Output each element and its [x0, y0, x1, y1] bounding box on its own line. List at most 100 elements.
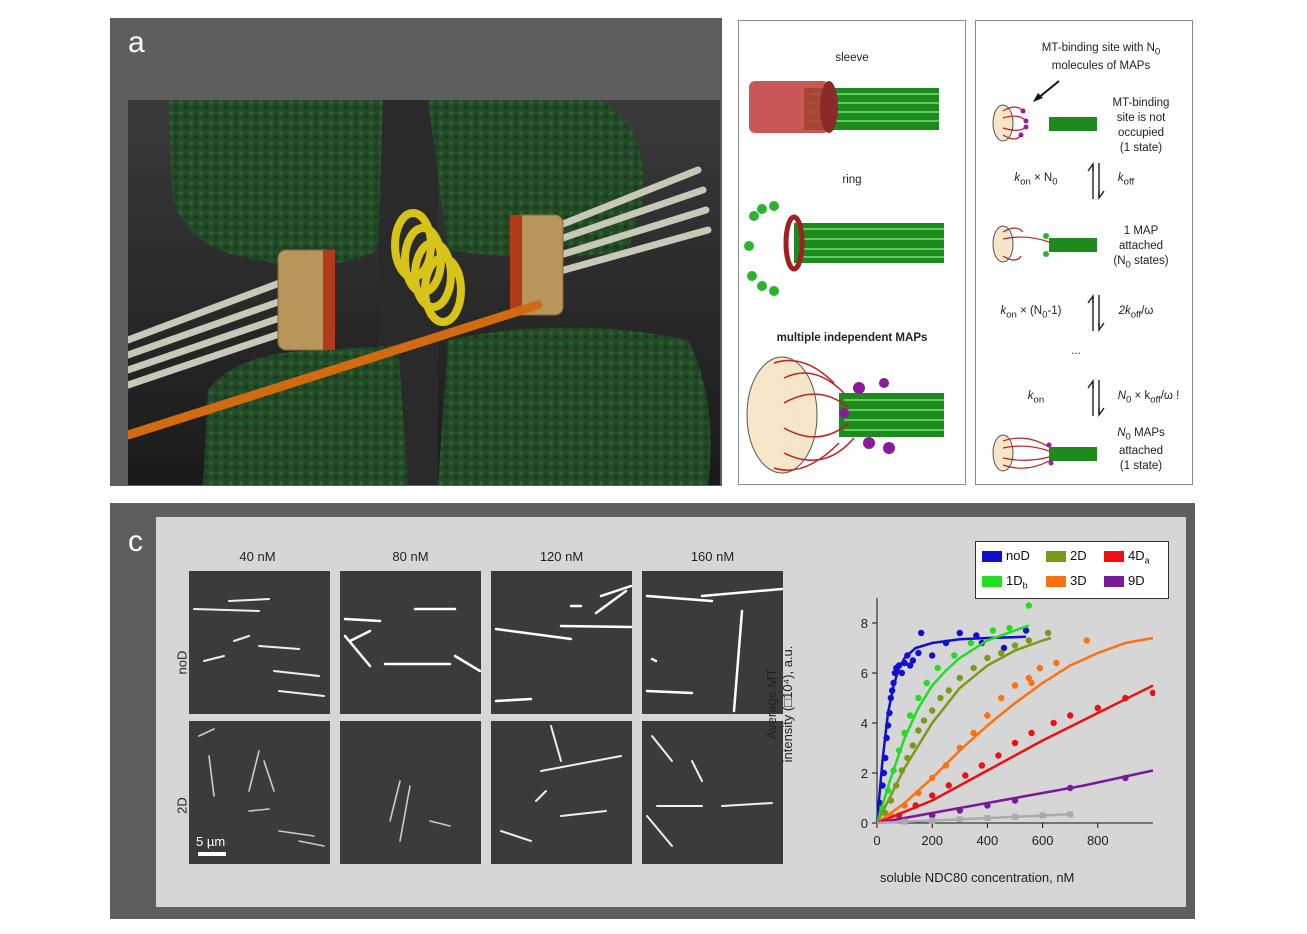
multi-map-diagram [744, 353, 954, 478]
data-point-nod [886, 710, 892, 716]
x-tick-label: 200 [921, 833, 943, 848]
data-point-2d [957, 675, 963, 681]
data-point-3d [957, 745, 963, 751]
legend-4da: 4Da [1104, 548, 1150, 566]
y-axis-label-line1: Average MT [764, 624, 780, 784]
data-point-1db [935, 665, 941, 671]
not-occupied-line3: occupied [1118, 127, 1164, 139]
equilibrium-arrows-icon [1086, 293, 1106, 333]
not-occupied-line4: (1 state) [1120, 142, 1162, 154]
col-label-120: 120 nM [491, 549, 632, 564]
legend-swatch-nod [982, 551, 1002, 562]
micrograph-2d-80 [340, 721, 481, 864]
data-point-2d [1012, 642, 1018, 648]
data-point-3d [1012, 682, 1018, 688]
binding-curve-chart: 024680200400600800 [795, 583, 1155, 893]
data-point-4da [1150, 690, 1155, 696]
legend-sub-a: a [1145, 556, 1150, 566]
rate-rest: × (N [1017, 305, 1042, 317]
data-point-4da [946, 782, 952, 788]
panel-a-letter: a [128, 26, 145, 60]
data-point-nod [943, 640, 949, 646]
data-point-3d [970, 730, 976, 736]
data-point-1db [885, 787, 891, 793]
n0-line2: attached [1119, 445, 1163, 457]
micrograph-nod-160 [642, 571, 783, 714]
legend-label-2d: 2D [1070, 548, 1087, 563]
one-map-line3a: (N [1113, 255, 1125, 267]
data-point-1db [951, 652, 957, 658]
data-point-nod [904, 652, 910, 658]
data-point-control [902, 819, 908, 825]
data-point-3d [1028, 680, 1034, 686]
one-map-diagram [991, 224, 1101, 264]
data-point-1db [1006, 625, 1012, 631]
micrograph-2d-160 [642, 721, 783, 864]
rate-sub2: 0 [1052, 176, 1057, 187]
data-point-2d [888, 797, 894, 803]
data-point-nod [910, 657, 916, 663]
rate-sub: on [1020, 176, 1031, 187]
panel-b-right: MT-binding site with N0 molecules of MAP… [975, 20, 1193, 485]
data-point-nod [888, 695, 894, 701]
data-point-3d [915, 790, 921, 796]
panel-a: a [110, 18, 722, 486]
x-tick-label: 600 [1032, 833, 1054, 848]
data-point-nod [915, 650, 921, 656]
site-header: MT-binding site with N0 molecules of MAP… [1016, 41, 1186, 74]
sleeve-label: sleeve [739, 51, 965, 66]
data-point-nod [882, 755, 888, 761]
rate-rest: /ω [1141, 305, 1153, 317]
data-point-1db [1026, 602, 1032, 608]
data-point-4da [1050, 720, 1056, 726]
data-point-2d [915, 727, 921, 733]
data-point-nod [973, 632, 979, 638]
data-point-2d [1045, 630, 1051, 636]
rate-koff: koff [1106, 171, 1146, 189]
y-axis-label: Average MT intensity (□10⁴), a.u. [764, 624, 796, 784]
rate-k: 2k [1119, 305, 1131, 317]
data-point-4da [929, 792, 935, 798]
legend-swatch-4da [1104, 551, 1124, 562]
data-point-1db [901, 730, 907, 736]
site-header-sub: 0 [1155, 46, 1160, 57]
unoccupied-site-diagram [991, 103, 1101, 143]
data-point-2d [984, 655, 990, 661]
rate-rest: × N [1031, 172, 1052, 184]
x-tick-label: 800 [1087, 833, 1109, 848]
data-point-4da [912, 802, 918, 808]
y-tick-label: 2 [861, 766, 868, 781]
data-point-nod [889, 687, 895, 693]
data-point-1db [896, 747, 902, 753]
data-point-nod [885, 722, 891, 728]
rate-sub: on [1006, 309, 1017, 320]
data-point-2d [893, 782, 899, 788]
data-point-nod [896, 662, 902, 668]
ellipsis: ... [1056, 344, 1096, 359]
col-label-80: 80 nM [340, 549, 481, 564]
panel-b-left: sleeve ring multiple independent MAPs [738, 20, 966, 485]
one-map-line1: 1 MAP [1124, 225, 1159, 237]
micrograph-nod-40 [189, 571, 330, 714]
data-point-nod [901, 660, 907, 666]
data-point-2d [970, 665, 976, 671]
data-point-4da [1012, 740, 1018, 746]
site-header-line2: molecules of MAPs [1052, 60, 1150, 72]
data-point-1db [907, 712, 913, 718]
data-point-control [957, 816, 963, 822]
micrograph-nod-120 [491, 571, 632, 714]
data-point-4da [979, 762, 985, 768]
rate-rest2: /ω ! [1161, 390, 1180, 402]
data-point-3d [998, 695, 1004, 701]
one-map-label: 1 MAP attached (N0 states) [1096, 224, 1186, 272]
ring-label: ring [739, 173, 965, 188]
data-point-control [929, 818, 935, 824]
legend-2d: 2D [1046, 548, 1087, 563]
rate-sub: on [1034, 394, 1045, 405]
data-point-9d [984, 802, 990, 808]
sleeve-diagram [744, 76, 954, 156]
y-tick-label: 6 [861, 666, 868, 681]
data-point-control [1040, 813, 1046, 819]
panel-c-letter: c [128, 525, 143, 559]
data-point-control [984, 815, 990, 821]
